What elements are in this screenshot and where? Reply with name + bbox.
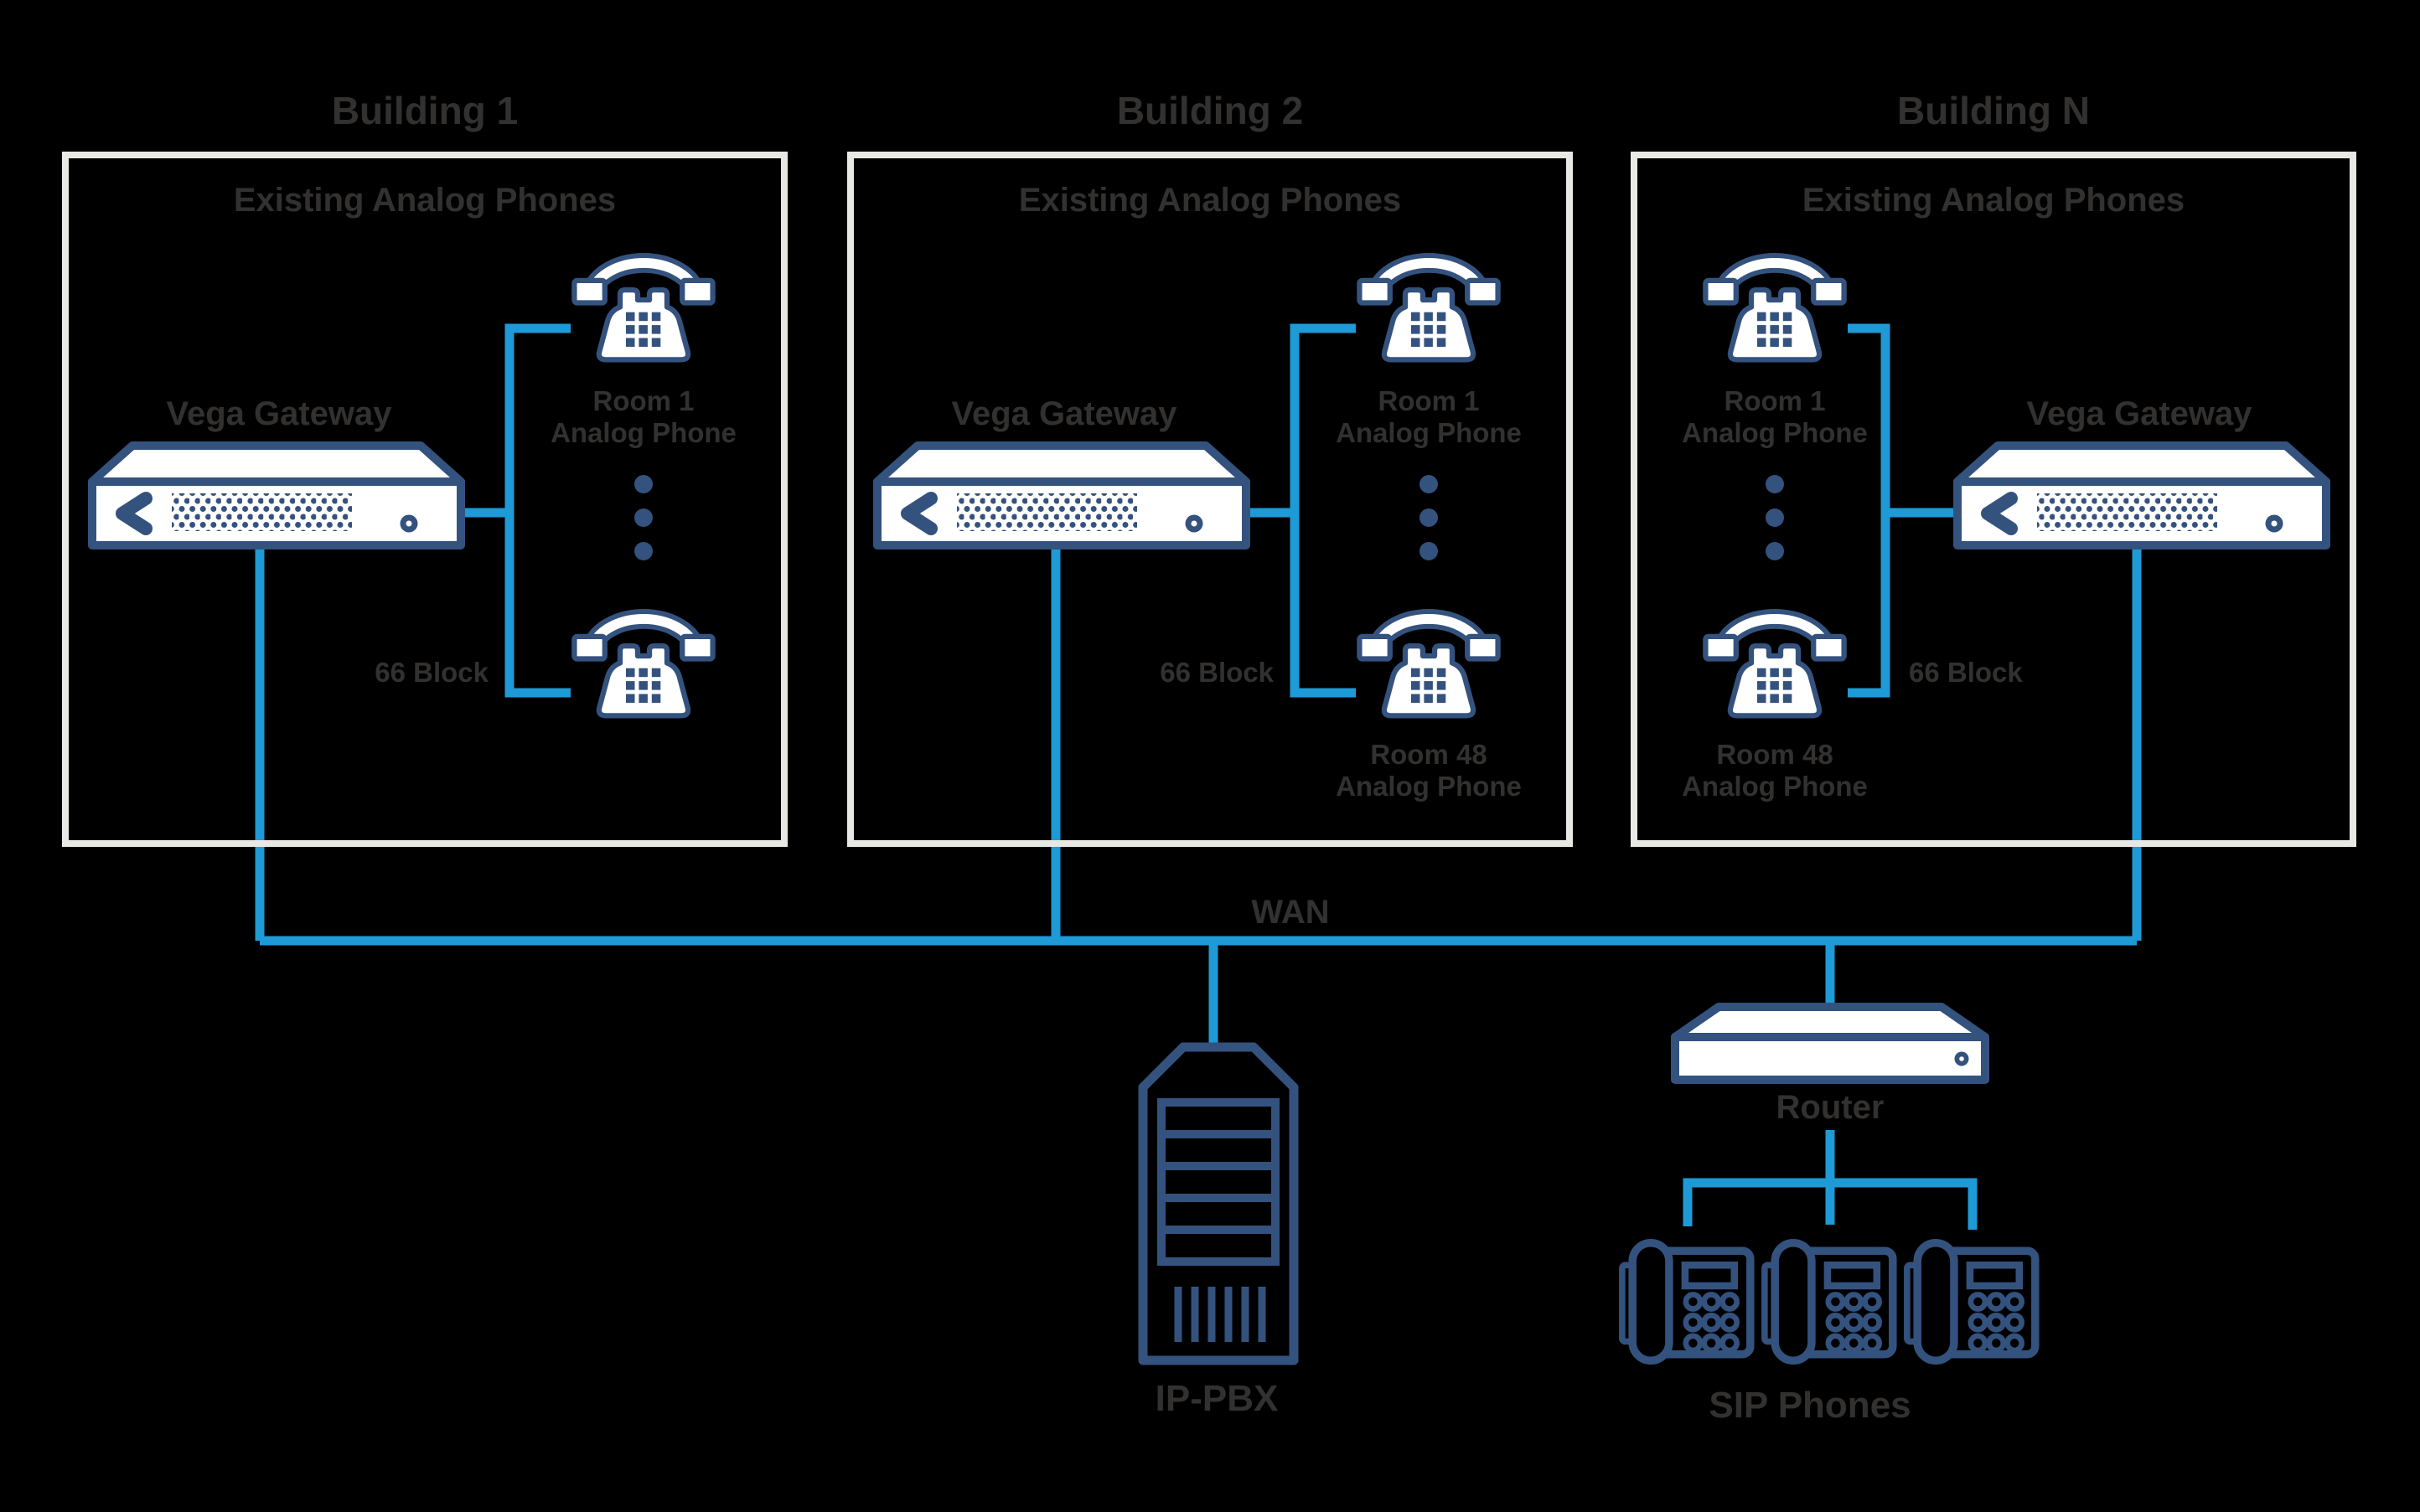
building-2-title: Building 2 — [1117, 89, 1303, 132]
router-group: Router — [1675, 1007, 1985, 1126]
sip-desk-phone-icon — [1765, 1243, 1893, 1361]
vertical-ellipsis-dots — [1419, 475, 1438, 560]
building-n-subtitle: Existing Analog Phones — [1802, 182, 2185, 219]
building-2-subtitle: Existing Analog Phones — [1019, 182, 1401, 219]
building-2-box — [847, 152, 1573, 847]
gateway-appliance-icon — [92, 446, 461, 545]
building-1-title: Building 1 — [332, 89, 518, 132]
building-2-room-top-label-line2: Analog Phone — [1336, 417, 1522, 448]
vertical-ellipsis-dots — [634, 475, 653, 560]
building-1-phone-riser-line — [504, 323, 571, 698]
sip-desk-phone-icon — [1622, 1243, 1750, 1361]
router-appliance-icon — [1675, 1007, 1985, 1080]
analog-phone-icon — [1359, 619, 1497, 716]
building-1-box — [62, 152, 788, 847]
building-2-room-top-label-line1: Room 1 — [1378, 385, 1479, 416]
building-n-room-top-label-line1: Room 1 — [1724, 385, 1825, 416]
analog-phone-icon — [574, 263, 712, 360]
building-1-gateway-label: Vega Gateway — [166, 395, 392, 432]
analog-phone-icon — [1705, 263, 1843, 360]
sip-phones-group: SIP Phones — [1622, 1243, 2035, 1426]
building-1-room-top-label-line2: Analog Phone — [551, 417, 737, 448]
building-n-room-bottom-label-line2: Analog Phone — [1682, 771, 1868, 802]
ippbx-group: IP-PBX — [1143, 1047, 1294, 1419]
building-2: Building 2 Existing Analog Phones Vega G… — [847, 89, 1573, 847]
server-tower-icon — [1143, 1047, 1294, 1360]
building-n: Building N Existing Analog Phones Vega G… — [1631, 89, 2356, 847]
sip-distribution-line — [1683, 1178, 1978, 1230]
analog-phone-icon — [1705, 619, 1843, 716]
building-2-phone-riser-line — [1290, 323, 1356, 698]
building-2-room-bottom-label-line1: Room 48 — [1370, 739, 1487, 770]
router-label: Router — [1776, 1089, 1885, 1126]
wan-backbone-lines — [255, 549, 2142, 1230]
gateway-appliance-icon — [1957, 446, 2326, 545]
building-n-room-bottom-label-line1: Room 48 — [1716, 739, 1833, 770]
building-2-room-bottom-label-line2: Analog Phone — [1336, 771, 1522, 802]
building-n-phone-riser-line — [1848, 323, 1890, 698]
building-n-box — [1631, 152, 2356, 847]
gateway-appliance-icon — [877, 446, 1246, 545]
analog-phone-icon — [574, 619, 712, 716]
building-2-gateway-label: Vega Gateway — [951, 395, 1177, 432]
sip-desk-phone-icon — [1907, 1243, 2035, 1361]
building-2-66-block-label: 66 Block — [1160, 657, 1274, 688]
ippbx-label: IP-PBX — [1156, 1378, 1279, 1419]
building-n-66-block-label: 66 Block — [1909, 657, 2023, 688]
building-n-title: Building N — [1897, 89, 2090, 132]
wan-label: WAN — [1251, 894, 1329, 931]
building-n-room-top-label-line2: Analog Phone — [1682, 417, 1868, 448]
vertical-ellipsis-dots — [1766, 475, 1784, 560]
building-1: Building 1 Existing Analog Phones Vega G… — [62, 89, 788, 847]
building-n-gateway-label: Vega Gateway — [2026, 395, 2252, 432]
analog-phone-icon — [1359, 263, 1497, 360]
building-1-room-top-label-line1: Room 1 — [592, 385, 694, 416]
building-1-subtitle: Existing Analog Phones — [234, 182, 616, 219]
sip-phones-label: SIP Phones — [1709, 1385, 1911, 1426]
building-1-66-block-label: 66 Block — [375, 657, 489, 688]
